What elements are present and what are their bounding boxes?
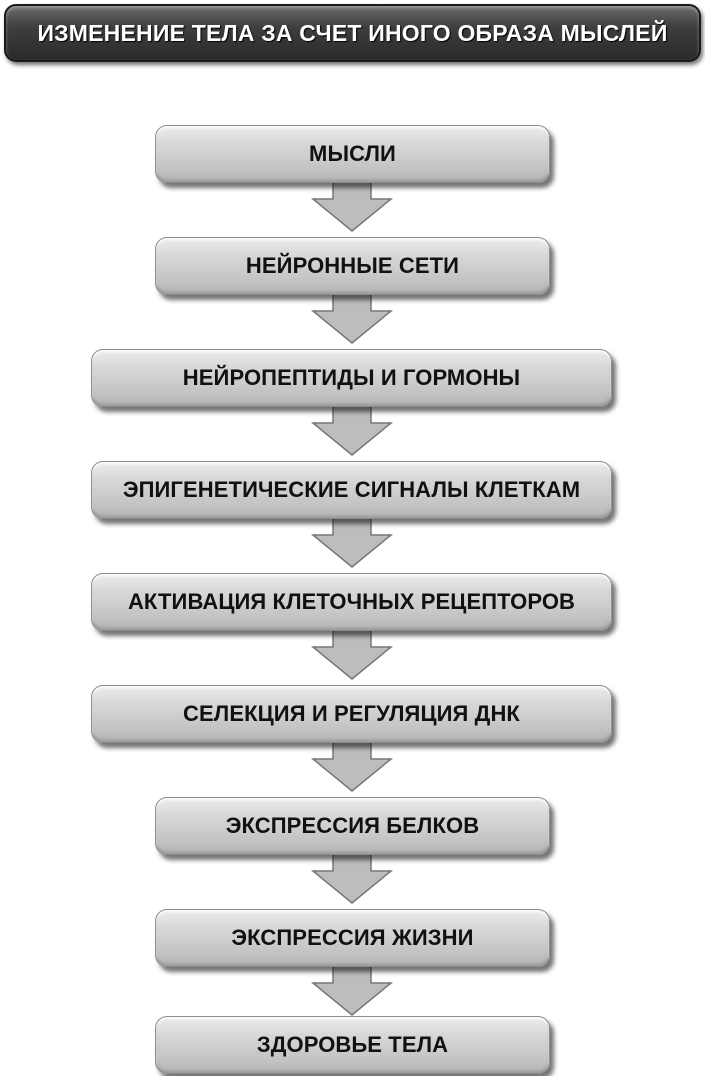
step-label: АКТИВАЦИЯ КЛЕТОЧНЫХ РЕЦЕПТОРОВ [127,589,576,614]
step-neuropeptides-hormones: НЕЙРОПЕПТИДЫ И ГОРМОНЫ [91,349,612,407]
step-label: СЕЛЕКЦИЯ И РЕГУЛЯЦИЯ ДНК [183,701,520,726]
down-arrow-7 [311,849,393,904]
step-label: НЕЙРОПЕПТИДЫ И ГОРМОНЫ [182,365,521,390]
step-neural-networks: НЕЙРОННЫЕ СЕТИ [155,237,550,295]
down-arrow-8 [311,961,393,1016]
step-label: ЗДОРОВЬЕ ТЕЛА [256,1032,449,1057]
down-arrow-2 [311,289,393,344]
step-label: ЭПИГЕНЕТИЧЕСКИЕ СИГНАЛЫ КЛЕТКАМ [122,477,581,502]
down-arrow-6 [311,737,393,792]
step-label: МЫСЛИ [309,141,396,166]
down-arrow-3 [311,401,393,456]
step-thoughts: МЫСЛИ [155,125,550,183]
step-body-health: ЗДОРОВЬЕ ТЕЛА [155,1016,550,1074]
step-dna-selection-regulation: СЕЛЕКЦИЯ И РЕГУЛЯЦИЯ ДНК [91,685,612,743]
step-label: ЭКСПРЕССИЯ ЖИЗНИ [231,925,474,950]
step-label: НЕЙРОННЫЕ СЕТИ [245,253,460,278]
down-arrow-1 [311,177,393,232]
diagram-title-bar: ИЗМЕНЕНИЕ ТЕЛА ЗА СЧЕТ ИНОГО ОБРАЗА МЫСЛ… [4,4,701,62]
down-arrow-4 [311,513,393,568]
down-arrow-5 [311,625,393,680]
step-receptor-activation: АКТИВАЦИЯ КЛЕТОЧНЫХ РЕЦЕПТОРОВ [91,573,612,631]
step-protein-expression: ЭКСПРЕССИЯ БЕЛКОВ [155,797,550,855]
step-life-expression: ЭКСПРЕССИЯ ЖИЗНИ [155,909,550,967]
step-label: ЭКСПРЕССИЯ БЕЛКОВ [225,813,480,838]
diagram-title: ИЗМЕНЕНИЕ ТЕЛА ЗА СЧЕТ ИНОГО ОБРАЗА МЫСЛ… [37,19,668,46]
step-epigenetic-signals: ЭПИГЕНЕТИЧЕСКИЕ СИГНАЛЫ КЛЕТКАМ [91,461,612,519]
